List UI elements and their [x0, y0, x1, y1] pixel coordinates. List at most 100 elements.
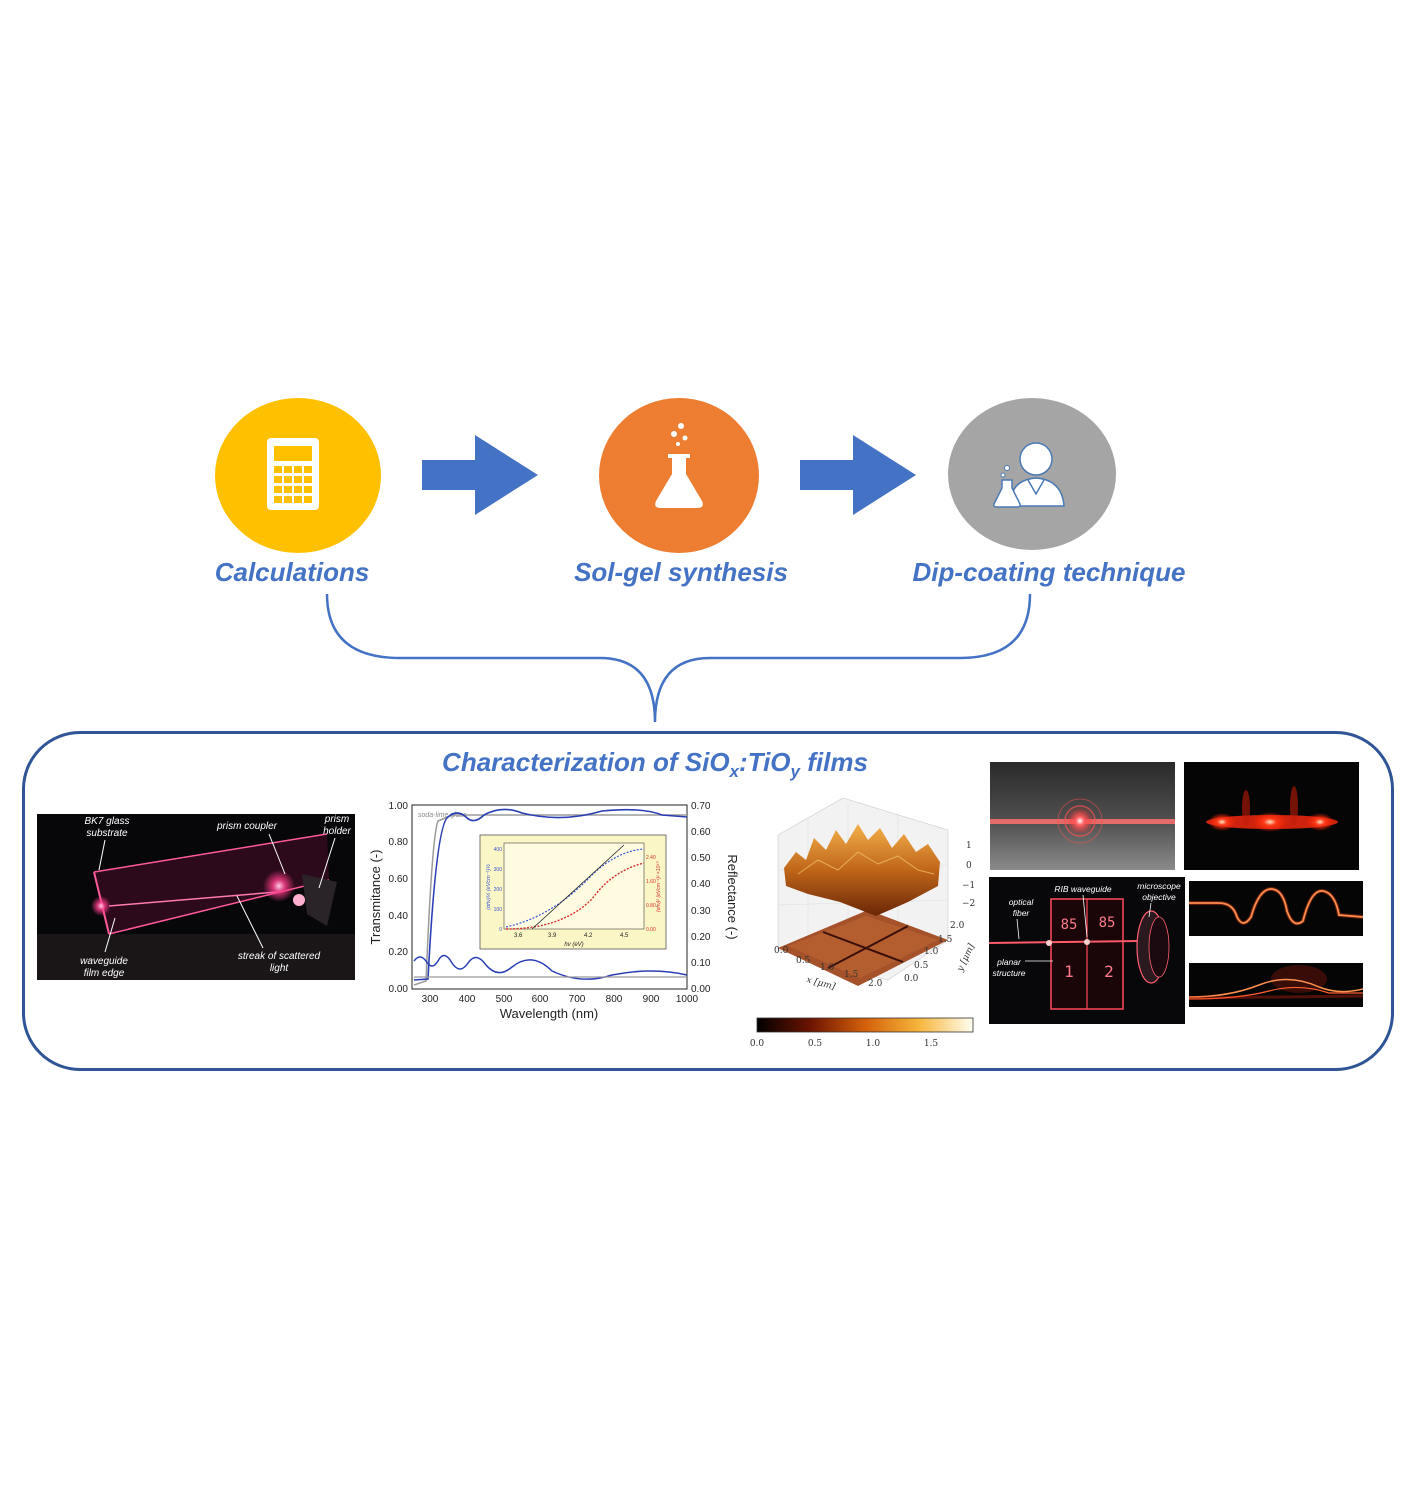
characterization-title: Characterization of SiOx:TiOy films [0, 747, 1310, 782]
mode-pattern-photo [1184, 762, 1359, 870]
sol-gel-circle [599, 398, 759, 553]
label-bk7: BK7 glass [84, 816, 129, 827]
afm-surface-plot: 1 0 −1 −2 0.0 0.5 1.0 1.5 2.0 x [μm] 0.0… [748, 790, 984, 1052]
spectrum-right-axis: 0.70 0.60 0.50 0.40 0.30 0.20 0.10 0.00 [691, 801, 711, 995]
title-sub-y: y [790, 762, 801, 782]
tick: 2.0 [950, 921, 965, 931]
tick: 0.00 [389, 984, 409, 995]
afm-ylabel: y [μm] [955, 942, 977, 974]
tick: 0 [966, 861, 972, 871]
afm-xlabel: x [μm] [805, 975, 836, 992]
label-microscope: microscope [1137, 881, 1181, 891]
colorbar-axis: 0.0 0.5 1.0 1.5 [750, 1039, 939, 1049]
tick: −2 [962, 899, 975, 909]
tick: 500 [496, 994, 513, 1005]
crossing-waveguide-photo [1189, 963, 1363, 1007]
title-end: films [800, 747, 868, 777]
colorbar [756, 1017, 974, 1033]
inset-tick: 1.60 [646, 879, 656, 885]
tick: 0.5 [808, 1039, 823, 1049]
tick: 0.60 [389, 874, 409, 885]
label-planar: planar [996, 957, 1022, 967]
tick: 1000 [676, 994, 699, 1005]
tick: 300 [422, 994, 439, 1005]
brace-connector [325, 593, 1032, 723]
beam-spot-photo [990, 762, 1175, 870]
tick: 0.0 [904, 974, 919, 984]
tick: −1 [962, 881, 975, 891]
tick: 0.5 [796, 956, 811, 966]
tick: 1 [966, 841, 972, 851]
label-prism: prism [324, 814, 349, 825]
afm-z-axis: 1 0 −1 −2 [962, 841, 975, 909]
sine-waveguide-photo [1189, 881, 1363, 936]
tick: 0.0 [774, 946, 789, 956]
inset-tick: 0.80 [646, 903, 656, 909]
waveguide-photo-labels: RIB waveguide microscope objective optic… [992, 881, 1181, 978]
digit: 1 [1064, 962, 1074, 981]
inset-xlabel: hν (eV) [564, 942, 583, 948]
label-holder: holder [323, 826, 351, 837]
inset-ylabel-right: (αhν)² (eVcm⁻¹)² ×10¹⁰ [656, 861, 662, 912]
calculations-label: Calculations [214, 557, 370, 587]
prism-coupling-photo: BK7 glass substrate prism coupler prism … [37, 814, 355, 980]
tick: 1.5 [924, 1039, 939, 1049]
calculator-icon [267, 438, 319, 510]
label-objective: objective [1142, 892, 1176, 902]
tick: 0.10 [691, 958, 711, 969]
characterization-box [22, 731, 1394, 1071]
tick: 0.60 [691, 827, 711, 838]
tick: 900 [643, 994, 660, 1005]
scientist-icon [993, 442, 1065, 508]
label-substrate: substrate [86, 828, 128, 839]
arrow-right-icon [422, 435, 538, 515]
tick: 0.0 [750, 1039, 765, 1049]
tick: 700 [569, 994, 586, 1005]
tick: 0.70 [691, 801, 711, 812]
tick: 1.0 [866, 1039, 881, 1049]
spectrum-x-axis: 300 400 500 600 700 800 900 1000 [422, 994, 699, 1005]
spectrum-legend: soda-lime glass [418, 812, 467, 819]
tick: 1.00 [389, 801, 409, 812]
tick: 400 [459, 994, 476, 1005]
tick: 1.0 [820, 963, 835, 973]
label-light: light [270, 963, 290, 974]
tick: 0.00 [691, 984, 711, 995]
tick: 0.50 [691, 853, 711, 864]
label-rib: RIB waveguide [1054, 884, 1111, 894]
tick: 0.20 [389, 947, 409, 958]
digit: 2 [1104, 962, 1114, 981]
tick: 0.40 [691, 879, 711, 890]
spectrum-xlabel: Wavelength (nm) [500, 1006, 599, 1021]
digit: 85 [1099, 915, 1116, 931]
label-film-edge: film edge [84, 968, 125, 979]
inset-tick: 2.40 [646, 855, 656, 861]
inset-tick: 300 [494, 867, 503, 873]
rib-waveguide-photo: 85 85 1 2 RIB waveguide microscope objec… [989, 877, 1185, 1024]
title-sub-x: x [729, 762, 740, 782]
inset-tick: 4.2 [584, 933, 593, 939]
inset-tick: 200 [494, 887, 503, 893]
tick: 600 [532, 994, 549, 1005]
title-mid: :TiO [739, 747, 791, 777]
spectrum-chart: 1.00 0.80 0.60 0.40 0.20 0.00 0.70 0.60 … [362, 795, 742, 1027]
flask-icon [655, 423, 703, 508]
inset-tick: 0 [499, 927, 502, 933]
inset-tick: 4.5 [620, 933, 629, 939]
digit: 85 [1061, 917, 1078, 933]
tick: 1.5 [938, 935, 953, 945]
label-structure: structure [992, 968, 1025, 978]
calculations-circle [215, 398, 381, 553]
spectrum-ylabel-left: Transmitance (-) [368, 850, 383, 945]
title-main: Characterization of SiO [442, 747, 730, 777]
inset-ylabel-left: (αhν)½ (eVcm⁻¹)½ [485, 864, 492, 910]
label-streak: streak of scattered [238, 951, 321, 962]
label-optical: optical [1009, 897, 1035, 907]
arrow-right-icon [800, 435, 916, 515]
tick: 1.0 [924, 947, 939, 957]
tick: 0.30 [691, 906, 711, 917]
tick: 0.80 [389, 837, 409, 848]
tick: 1.5 [844, 970, 859, 980]
inset-tick: 3.6 [514, 933, 523, 939]
spectrum-left-axis: 1.00 0.80 0.60 0.40 0.20 0.00 [389, 801, 409, 995]
